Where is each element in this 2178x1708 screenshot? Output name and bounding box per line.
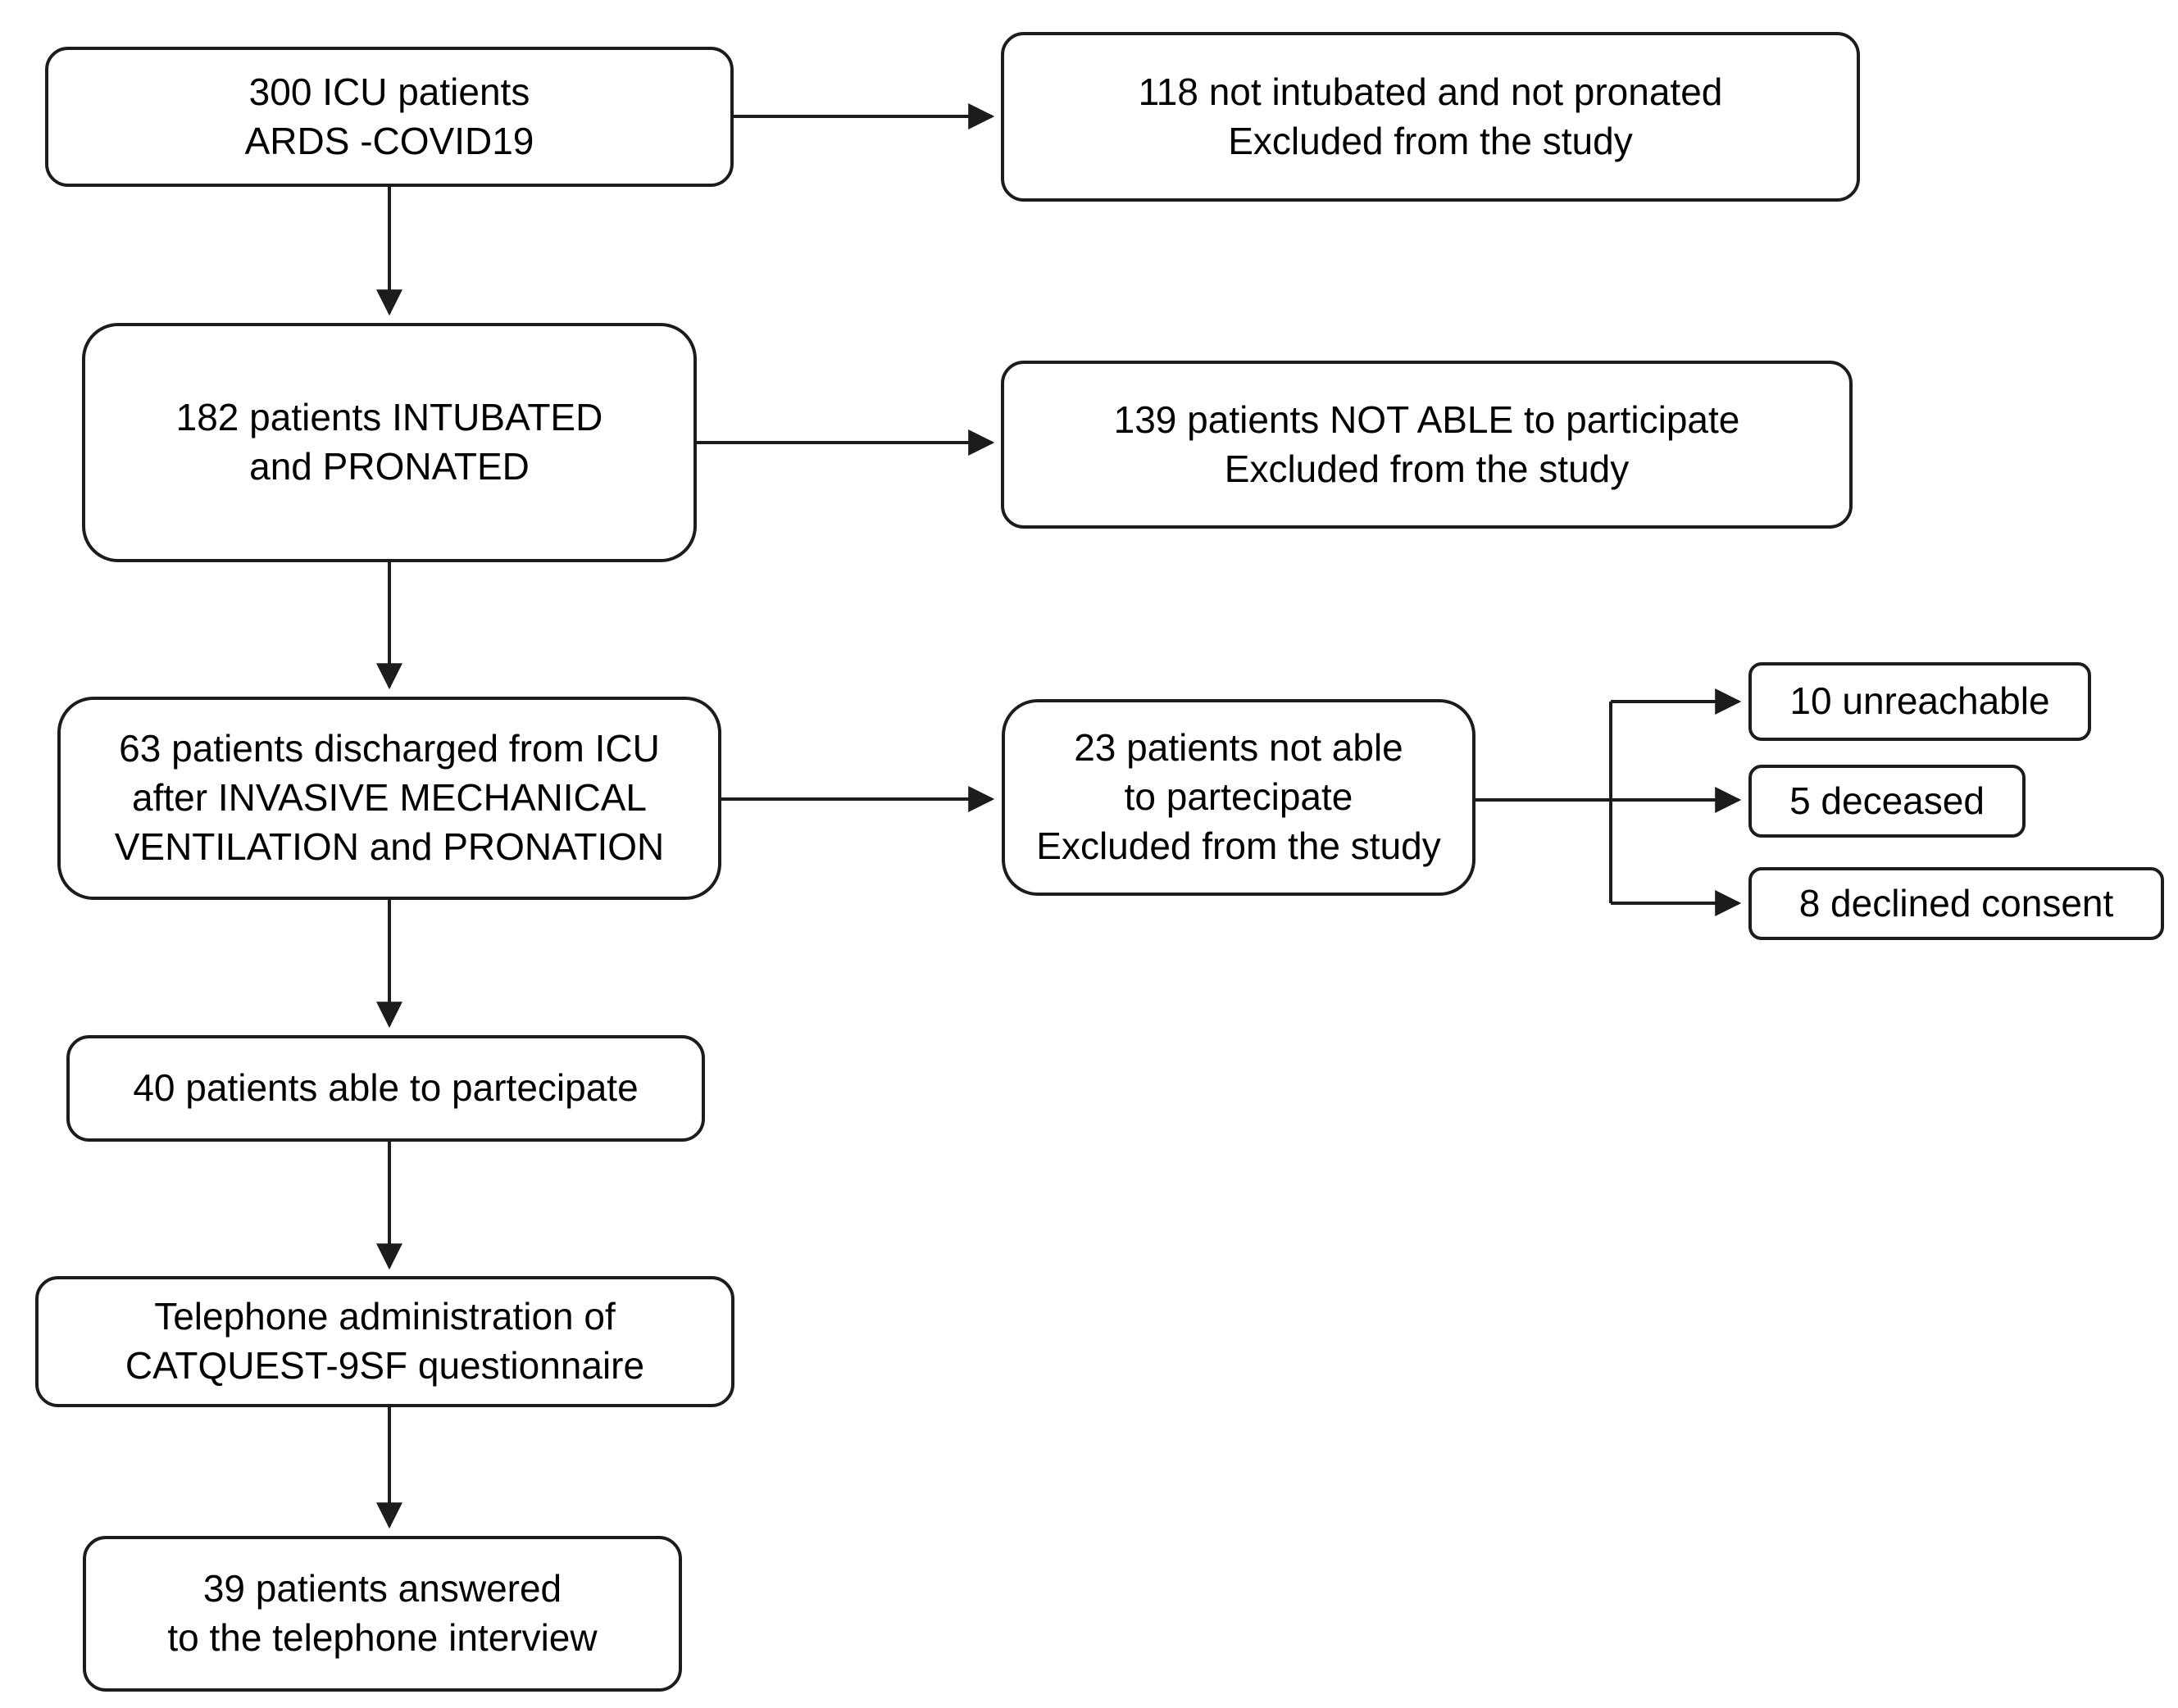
node-label: 118 not intubated and not pronated Exclu…: [1138, 70, 1723, 162]
node-label: 39 patients answered to the telephone in…: [167, 1567, 598, 1659]
node-39-answered: 39 patients answered to the telephone in…: [83, 1536, 682, 1692]
node-139-excluded: 139 patients NOT ABLE to participate Exc…: [1001, 361, 1853, 529]
node-label: 300 ICU patients ARDS -COVID19: [244, 70, 534, 162]
node-23-excluded: 23 patients not able to partecipate Excl…: [1002, 699, 1475, 896]
node-5-deceased: 5 deceased: [1748, 765, 2026, 838]
node-300-icu-patients: 300 ICU patients ARDS -COVID19: [45, 47, 734, 187]
node-label: 40 patients able to partecipate: [133, 1066, 639, 1110]
node-118-excluded: 118 not intubated and not pronated Exclu…: [1001, 32, 1860, 202]
node-63-discharged: 63 patients discharged from ICU after IN…: [57, 697, 721, 900]
node-label: 182 patients INTUBATED and PRONATED: [175, 396, 603, 488]
node-label: 8 declined consent: [1798, 881, 2114, 924]
node-label: 23 patients not able to partecipate Excl…: [1036, 726, 1441, 867]
node-40-able: 40 patients able to partecipate: [66, 1035, 705, 1142]
node-8-declined-consent: 8 declined consent: [1748, 867, 2164, 940]
node-182-intubated-pronated: 182 patients INTUBATED and PRONATED: [82, 323, 697, 562]
node-label: Telephone administration of CATQUEST-9SF…: [125, 1295, 645, 1387]
node-10-unreachable: 10 unreachable: [1748, 662, 2091, 741]
node-label: 10 unreachable: [1789, 679, 2050, 723]
node-label: 63 patients discharged from ICU after IN…: [114, 727, 665, 868]
node-telephone-administration: Telephone administration of CATQUEST-9SF…: [35, 1276, 734, 1407]
node-label: 5 deceased: [1789, 779, 1985, 822]
node-label: 139 patients NOT ABLE to participate Exc…: [1113, 397, 1740, 490]
